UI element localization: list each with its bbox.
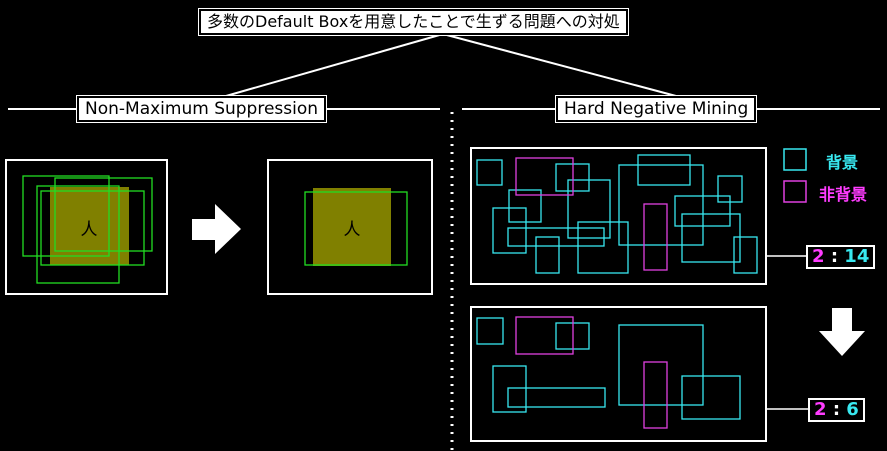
legend-non-background-swatch bbox=[783, 180, 807, 203]
ratio-after-separator: : bbox=[832, 399, 841, 420]
nms-section-title: Non-Maximum Suppression bbox=[75, 95, 328, 123]
hnm-section-title: Hard Negative Mining bbox=[554, 95, 758, 123]
kept-box bbox=[304, 191, 408, 266]
ratio-before-negative: 14 bbox=[844, 246, 870, 267]
ratio-after-negative: 6 bbox=[846, 399, 859, 420]
ratio-after-positive: 2 bbox=[814, 399, 827, 420]
object-label: 人 bbox=[344, 220, 361, 240]
ratio-after: 2 : 6 bbox=[808, 398, 865, 422]
arrow-right-icon bbox=[192, 204, 241, 254]
non-background-boxes bbox=[515, 157, 668, 271]
connector-left bbox=[225, 33, 444, 97]
background-boxes bbox=[476, 317, 741, 420]
ratio-before-separator: : bbox=[830, 246, 839, 267]
arrow-down-icon bbox=[819, 308, 865, 356]
legend-non-background-label: 非背景 bbox=[819, 185, 868, 204]
non-background-boxes bbox=[515, 316, 668, 429]
connector-right bbox=[442, 33, 677, 97]
hnm-before-panel bbox=[470, 147, 767, 285]
ratio-before-positive: 2 bbox=[812, 246, 825, 267]
nms-before-panel: 人 bbox=[5, 159, 168, 295]
legend-background-swatch bbox=[783, 148, 807, 171]
nms-after-panel: 人 bbox=[267, 159, 433, 295]
background-boxes bbox=[476, 154, 758, 274]
object-label: 人 bbox=[81, 220, 98, 240]
legend-background-label: 背景 bbox=[826, 153, 859, 172]
hnm-after-panel bbox=[470, 306, 767, 442]
main-title: 多数のDefault Boxを用意したことで生ずる問題への対処 bbox=[198, 8, 629, 36]
object-region bbox=[313, 188, 391, 266]
object-region bbox=[50, 187, 129, 265]
ratio-before: 2 : 14 bbox=[806, 245, 876, 269]
candidate-boxes bbox=[22, 175, 153, 284]
